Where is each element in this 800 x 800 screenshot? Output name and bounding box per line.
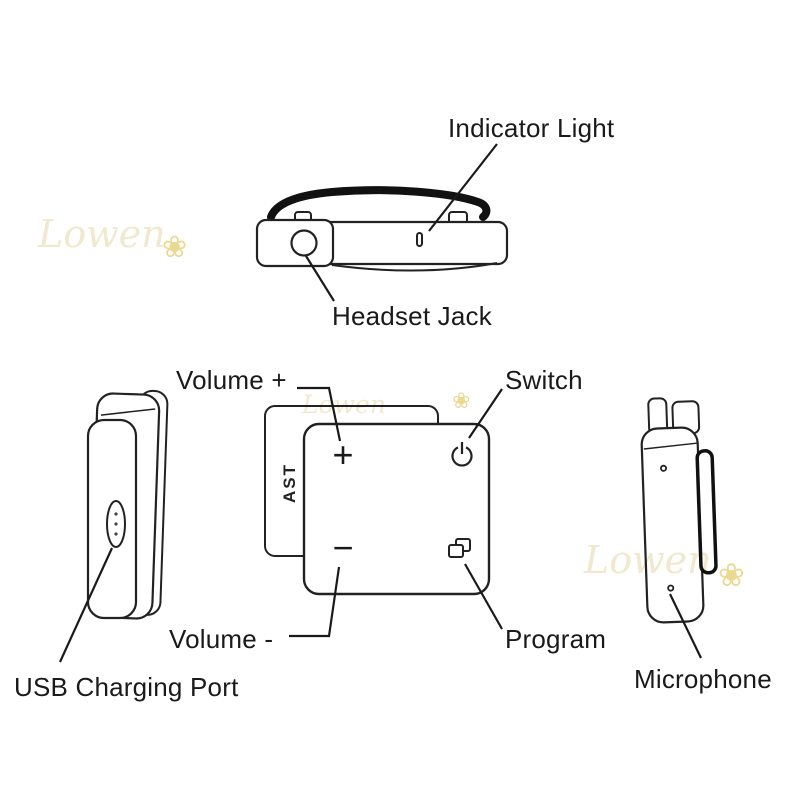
microphone-leader [669, 593, 702, 659]
power-icon [451, 442, 473, 467]
program-icon [448, 538, 471, 558]
front-body [302, 422, 491, 596]
top-body-lip [331, 262, 498, 272]
switch-leader [468, 388, 503, 439]
right-main-body [640, 426, 705, 624]
usb-pin [114, 532, 118, 536]
usb-charging-port-label: USB Charging Port [14, 672, 239, 702]
volume-minus-leader [289, 566, 341, 638]
volume-minus-symbol: − [332, 527, 353, 568]
indicator-light-label: Indicator Light [448, 113, 615, 143]
indicator-light-leader [428, 143, 498, 232]
right-side-tab [695, 449, 718, 575]
front-view-device: AST + − [264, 386, 503, 638]
headset-jack-port [290, 229, 318, 257]
right-side-device [640, 397, 718, 659]
brand-text: AST [280, 463, 299, 503]
program-label: Program [505, 624, 607, 654]
left-top-edge [100, 408, 156, 416]
headset-jack-label: Headset Jack [332, 301, 492, 331]
program-leader [464, 563, 503, 630]
microphone-hole-bottom [667, 584, 675, 592]
usb-pin [114, 512, 118, 516]
microphone-hole-top [660, 464, 668, 472]
volume-plus-symbol: + [332, 434, 353, 475]
microphone-label: Microphone [634, 664, 772, 694]
left-side-device [58, 389, 169, 663]
usb-pin [114, 522, 118, 526]
clip [267, 186, 491, 221]
volume-minus-label: Volume - [169, 624, 274, 654]
headset-jack-leader [305, 255, 335, 302]
top-view-device [255, 143, 509, 302]
usb-leader [58, 547, 114, 663]
indicator-light-notch [416, 232, 423, 247]
right-top-edge [643, 442, 698, 450]
volume-plus-label: Volume + [176, 365, 287, 395]
switch-label: Switch [505, 365, 583, 395]
volume-plus-leader [297, 386, 342, 442]
